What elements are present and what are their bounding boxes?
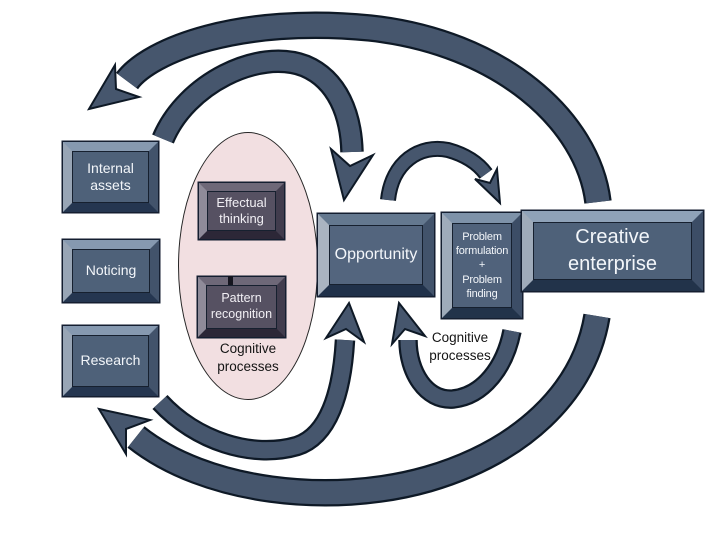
node-problem-formulation-finding: Problem formulation + Problem finding <box>442 213 522 318</box>
noticing-label: Noticing <box>85 262 137 279</box>
effectual-thinking-label: Effectual thinking <box>216 194 267 226</box>
node-effectual-thinking: Effectual thinking <box>199 183 284 239</box>
node-pattern-recognition: Pattern recognition <box>198 277 285 337</box>
arrow-problem-to-opportunity-loop <box>390 300 522 409</box>
node-research: Research <box>63 326 158 396</box>
arrow-opportunity-to-problem <box>380 140 502 206</box>
node-internal-assets: Internal assets <box>63 142 158 212</box>
creative-enterprise-label: Creative enterprise <box>568 226 657 275</box>
arrow-creative-to-lower-left-feedback <box>96 313 611 507</box>
internal-assets-label: Internal assets <box>87 159 134 194</box>
arrow-creative-to-upper-left-feedback <box>86 11 612 205</box>
node-creative-enterprise: Creative enterprise <box>522 211 703 291</box>
pattern-recognition-label: Pattern recognition <box>210 291 273 321</box>
cognitive-processes-ellipse <box>178 132 318 400</box>
research-label: Research <box>80 352 141 369</box>
node-noticing: Noticing <box>63 240 159 302</box>
cognitive-processes-label-right: Cognitive processes <box>429 330 491 364</box>
cognitive-processes-label-left: Cognitive processes <box>217 341 279 375</box>
pattern-box-notch <box>228 276 233 285</box>
opportunity-label: Opportunity <box>334 246 418 263</box>
arrow-research-to-opportunity <box>152 300 367 461</box>
problem-line-1: Problem formulation <box>455 230 509 258</box>
arrow-assets-to-opportunity <box>152 49 376 203</box>
problem-line-3: Problem finding <box>462 273 502 300</box>
node-opportunity: Opportunity <box>318 214 434 296</box>
problem-line-2: + <box>478 259 486 272</box>
